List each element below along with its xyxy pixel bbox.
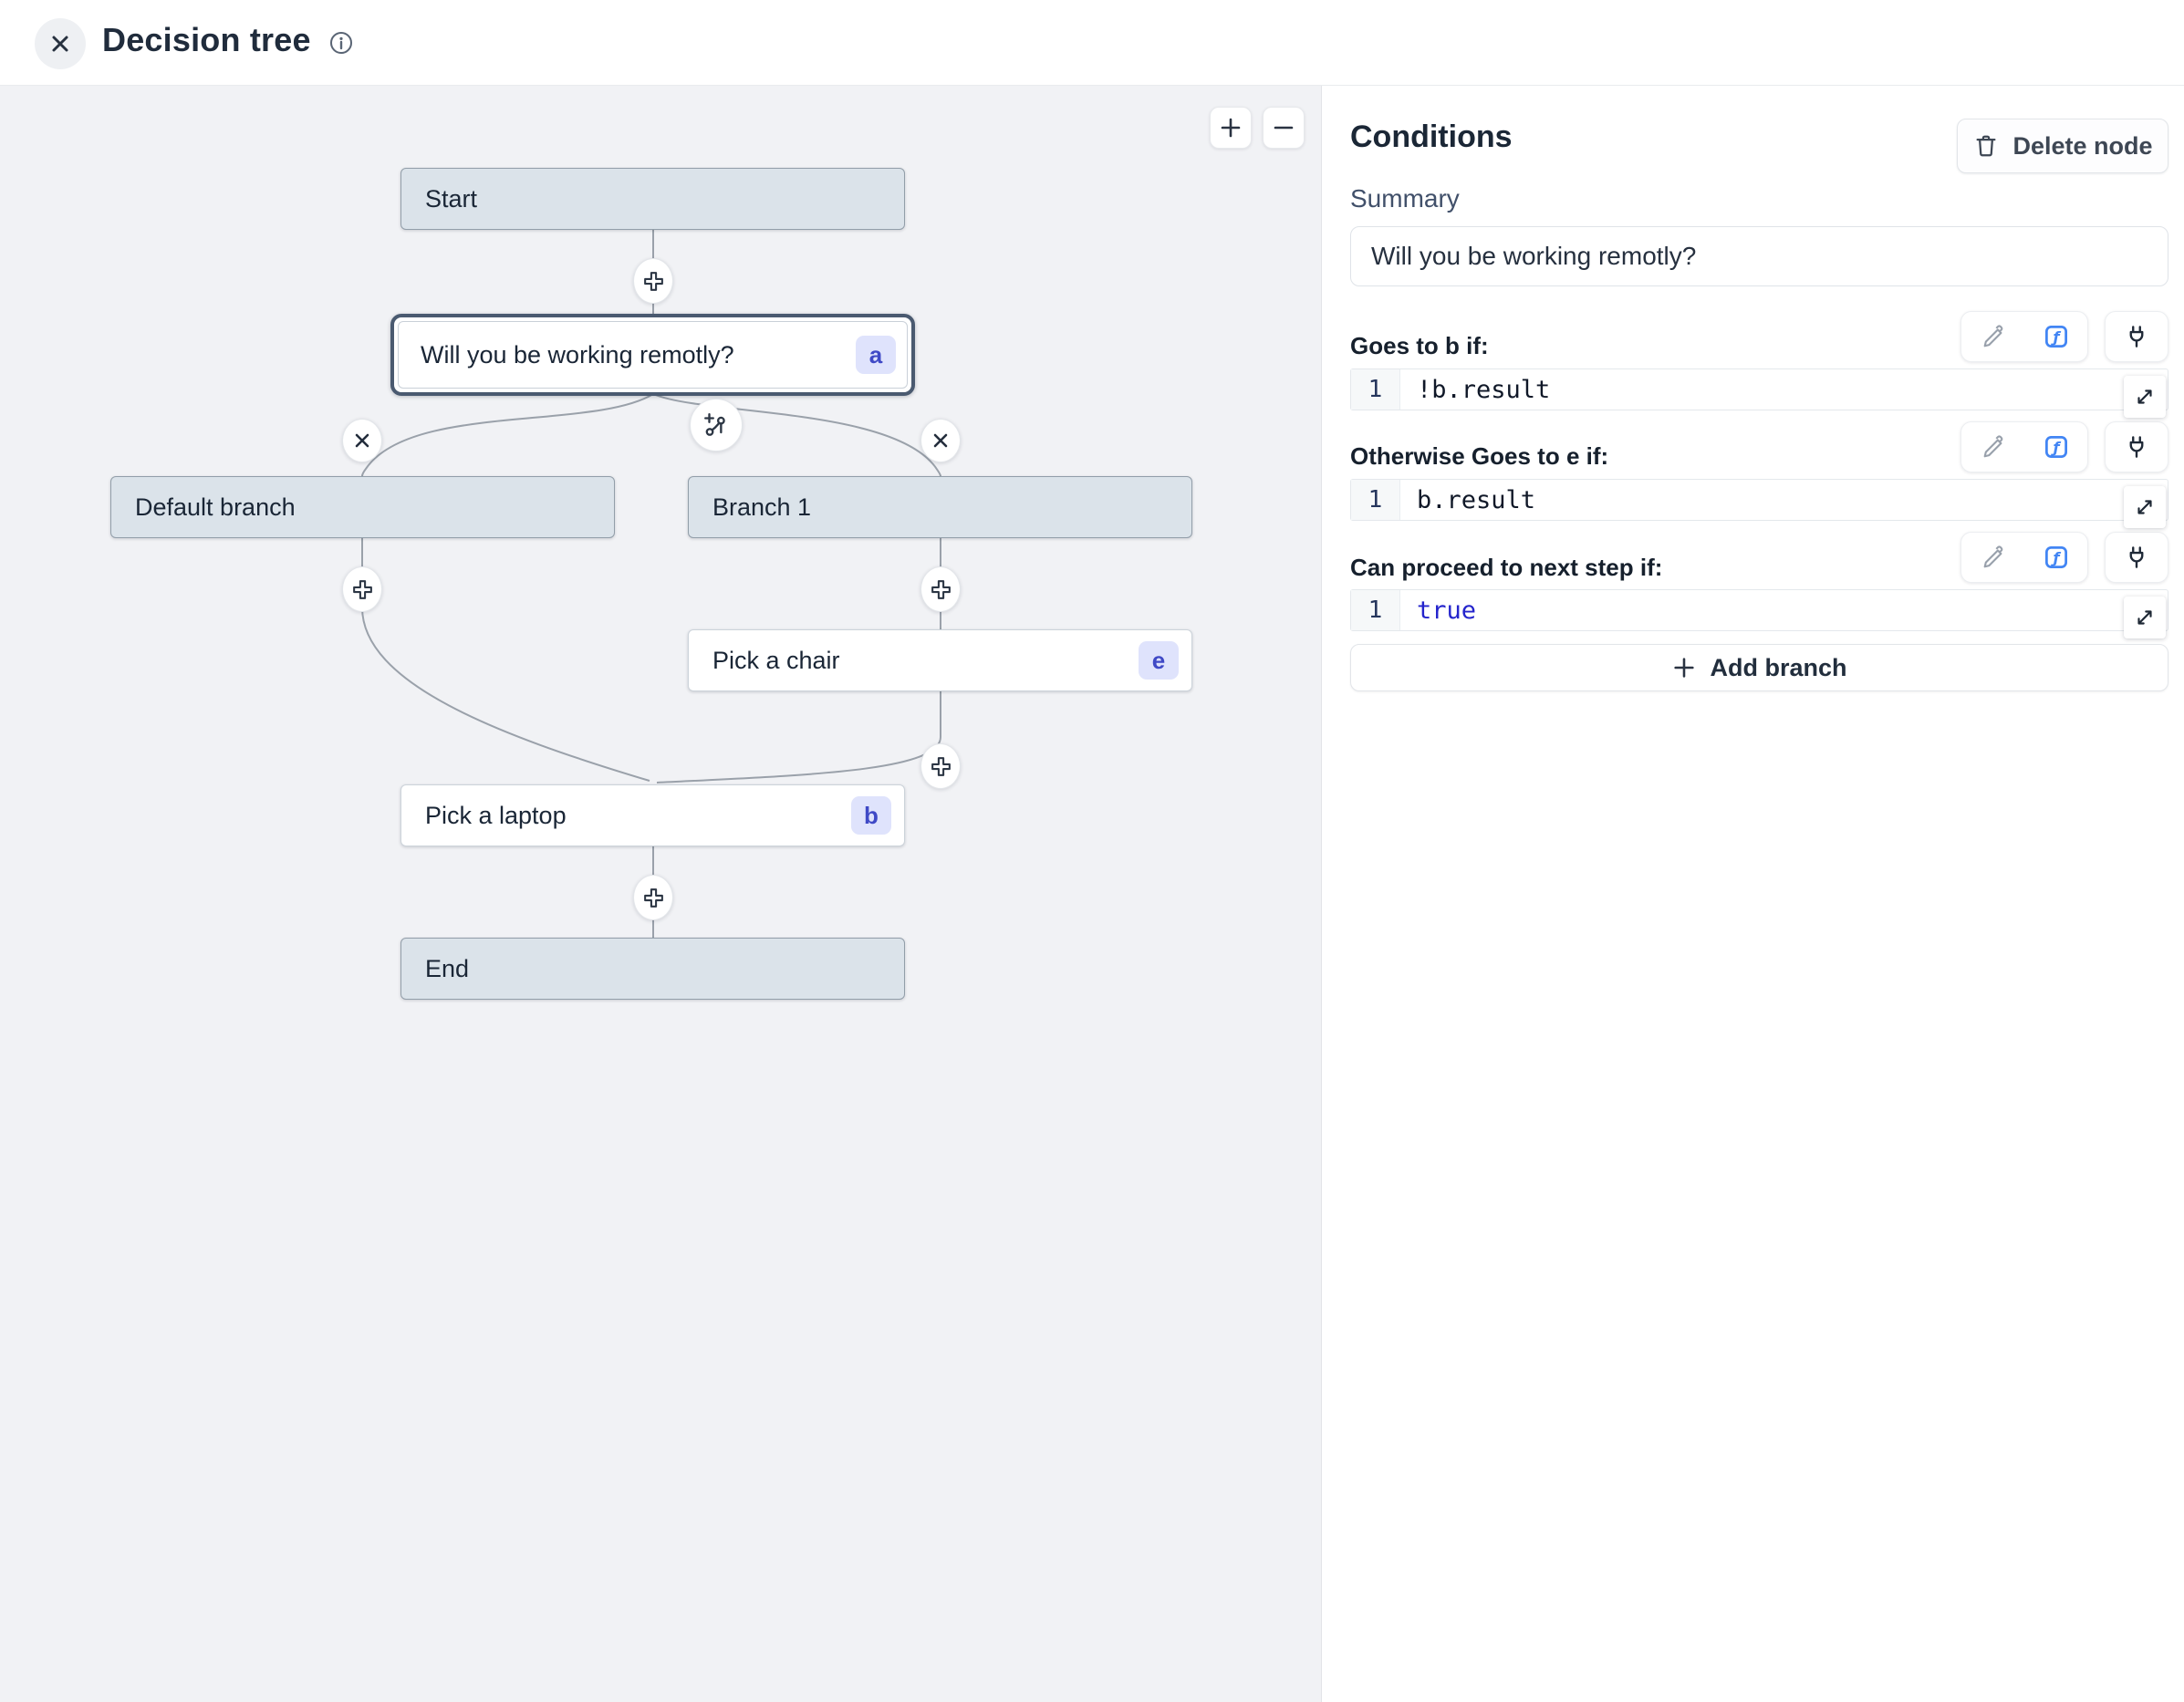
plus-outline-icon — [352, 579, 372, 599]
close-button[interactable] — [35, 18, 86, 69]
diagonal-arrows-icon — [2137, 389, 2152, 404]
remove-branch-button[interactable] — [342, 419, 382, 462]
node-pick-laptop[interactable]: Pick a laptop b — [400, 784, 905, 846]
header: Decision tree — [0, 0, 2184, 86]
add-branch-label: Add branch — [1710, 653, 1847, 681]
connect-data-button[interactable] — [2105, 532, 2168, 583]
code-line[interactable]: !b.result — [1417, 375, 1551, 404]
branch-plus-icon — [704, 413, 725, 436]
code-editor-goes-to-b[interactable]: 1 !b.result — [1350, 368, 2168, 418]
editor-mode-toggle: ƒ — [1960, 532, 2088, 583]
plus-icon — [1221, 118, 1241, 138]
code-editor-can-proceed[interactable]: 1 true — [1350, 589, 2168, 638]
node-end[interactable]: End — [400, 938, 905, 1000]
add-node-button[interactable] — [633, 875, 673, 920]
trash-icon — [1976, 135, 1996, 157]
add-node-button[interactable] — [633, 258, 673, 304]
add-branch-node-button[interactable] — [690, 399, 743, 451]
node-badge: e — [1139, 641, 1179, 680]
node-label: Will you be working remotly? — [421, 340, 734, 368]
page-title: Decision tree — [102, 21, 311, 58]
x-icon — [355, 433, 369, 448]
flow-canvas[interactable]: Start Will you be working remotly? a Def… — [0, 86, 1321, 1702]
plug-icon — [2129, 546, 2144, 568]
fx-mode-button[interactable]: ƒ — [2024, 533, 2087, 582]
function-f-icon: ƒ — [2044, 326, 2067, 348]
pencil-icon — [1983, 325, 2002, 348]
x-icon — [933, 433, 948, 448]
pencil-icon — [1983, 435, 2002, 458]
connect-data-button[interactable] — [2105, 311, 2168, 362]
delete-node-button[interactable]: Delete node — [1957, 119, 2168, 173]
node-start[interactable]: Start — [400, 168, 905, 230]
code-editor-goes-to-e[interactable]: 1 b.result — [1350, 479, 2168, 528]
node-question-selected[interactable]: Will you be working remotly? a — [390, 314, 915, 396]
edit-mode-button[interactable] — [1961, 312, 2024, 361]
node-default-branch[interactable]: Default branch — [110, 476, 615, 538]
node-label: Pick a laptop — [425, 801, 567, 829]
panel-title: Conditions — [1350, 119, 1513, 154]
edges — [361, 230, 941, 938]
plus-outline-icon — [643, 271, 663, 291]
code-line[interactable]: b.result — [1417, 485, 1536, 514]
plus-icon — [1674, 658, 1695, 678]
svg-text:ƒ: ƒ — [2050, 549, 2061, 566]
diagonal-arrows-icon — [2137, 500, 2152, 514]
edit-mode-button[interactable] — [1961, 533, 2024, 582]
line-number: 1 — [1351, 369, 1400, 410]
editor-mode-toggle: ƒ — [1960, 311, 2088, 362]
line-number: 1 — [1351, 590, 1400, 630]
plus-outline-icon — [931, 579, 951, 599]
add-node-button[interactable] — [342, 566, 382, 612]
zoom-in-button[interactable] — [1210, 107, 1252, 149]
node-badge: a — [856, 336, 896, 374]
connect-data-button[interactable] — [2105, 421, 2168, 472]
function-f-icon: ƒ — [2044, 546, 2067, 568]
expand-editor-button[interactable] — [2124, 486, 2166, 528]
node-label: End — [425, 954, 470, 982]
condition-label: Goes to b if: — [1350, 332, 1489, 359]
delete-node-label: Delete node — [2012, 131, 2153, 160]
expand-editor-button[interactable] — [2124, 597, 2166, 638]
editor-mode-toggle: ƒ — [1960, 421, 2088, 472]
conditions-panel: Conditions Delete node Summary Goes to b… — [1321, 86, 2184, 1702]
node-label: Default branch — [135, 493, 296, 521]
edit-mode-button[interactable] — [1961, 422, 2024, 472]
summary-input[interactable] — [1350, 226, 2168, 286]
add-node-button[interactable] — [920, 743, 961, 789]
plug-icon — [2129, 326, 2144, 348]
minus-icon — [1274, 126, 1294, 130]
node-pick-chair[interactable]: Pick a chair e — [688, 629, 1192, 691]
expand-editor-button[interactable] — [2124, 376, 2166, 418]
remove-branch-button[interactable] — [920, 419, 961, 462]
condition-label: Can proceed to next step if: — [1350, 554, 1663, 581]
node-label: Start — [425, 184, 478, 213]
fx-mode-button[interactable]: ƒ — [2024, 312, 2087, 361]
node-label: Branch 1 — [712, 493, 812, 521]
line-number: 1 — [1351, 480, 1400, 520]
svg-text:ƒ: ƒ — [2050, 439, 2061, 456]
info-icon[interactable] — [328, 30, 354, 60]
plug-icon — [2129, 436, 2144, 458]
plus-outline-icon — [643, 887, 663, 908]
node-badge: b — [851, 796, 891, 835]
pencil-icon — [1983, 545, 2002, 568]
code-line[interactable]: true — [1417, 596, 1477, 625]
diagonal-arrows-icon — [2137, 610, 2152, 625]
plus-outline-icon — [931, 756, 951, 776]
fx-mode-button[interactable]: ƒ — [2024, 422, 2087, 472]
function-f-icon: ƒ — [2044, 436, 2067, 458]
add-branch-button[interactable]: Add branch — [1350, 644, 2168, 691]
svg-text:ƒ: ƒ — [2050, 328, 2061, 346]
zoom-out-button[interactable] — [1263, 107, 1305, 149]
condition-label: Otherwise Goes to e if: — [1350, 442, 1609, 470]
summary-label: Summary — [1350, 184, 1460, 213]
add-node-button[interactable] — [920, 566, 961, 612]
close-icon — [52, 36, 68, 52]
node-label: Pick a chair — [712, 646, 840, 674]
node-branch-1[interactable]: Branch 1 — [688, 476, 1192, 538]
